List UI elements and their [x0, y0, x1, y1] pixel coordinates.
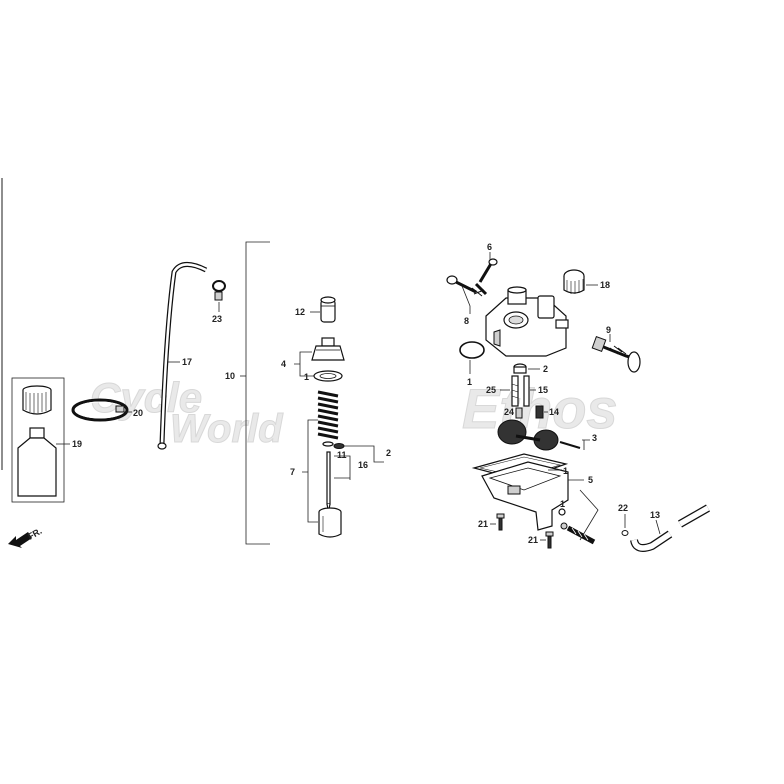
callout-4: 4 — [281, 359, 286, 369]
chamber-screw-bottom — [545, 531, 554, 549]
callout-1-gasket: 1 — [304, 372, 309, 382]
main-jet-tube — [511, 375, 519, 407]
callout-2-valve: 2 — [386, 448, 391, 458]
callout-2-jet: 2 — [543, 364, 548, 374]
jet-needle — [326, 451, 331, 513]
breather-tube — [157, 262, 208, 450]
callout-23: 23 — [212, 314, 222, 324]
watermark-world-text: World — [170, 407, 284, 451]
callout-1-drain: 1 — [560, 499, 565, 509]
callout-17: 17 — [182, 357, 192, 367]
callout-5: 5 — [588, 475, 593, 485]
carburetor-body — [485, 286, 569, 357]
callout-10: 10 — [225, 371, 235, 381]
tube-clip — [212, 280, 226, 301]
callout-3: 3 — [592, 433, 597, 443]
drain-screw — [560, 522, 596, 545]
callout-1-gasket-chamber: 1 — [563, 466, 568, 476]
callout-21-bottom: 21 — [528, 535, 538, 545]
callout-12: 12 — [295, 307, 305, 317]
callout-16: 16 — [358, 460, 368, 470]
front-direction-arrow: FR. — [8, 526, 44, 548]
slow-jet — [523, 375, 530, 407]
air-screw — [474, 258, 498, 296]
drain-screw-washer — [558, 508, 566, 516]
float-chamber — [481, 461, 569, 531]
callout-20: 20 — [133, 408, 143, 418]
callout-24: 24 — [504, 407, 514, 417]
throttle-cable-adjuster — [320, 296, 336, 323]
float — [497, 419, 559, 451]
main-jet — [535, 405, 544, 419]
bottle-group-frame — [11, 377, 65, 503]
needle-jet-holder — [513, 363, 527, 374]
callout-6: 6 — [487, 242, 492, 252]
callout-11: 11 — [337, 450, 347, 460]
choke-knob — [563, 269, 585, 294]
float-pin — [559, 441, 581, 449]
throttle-valve — [318, 507, 342, 538]
callout-25: 25 — [486, 385, 496, 395]
throttle-stop-screw — [446, 275, 485, 297]
drain-tube-clip — [621, 530, 629, 536]
drain-tube — [630, 530, 673, 552]
callout-22: 22 — [618, 503, 628, 513]
hose-band — [71, 398, 129, 422]
drain-tube-extension — [678, 504, 710, 528]
throttle-valve-spring — [317, 390, 339, 440]
oil-bottle-cap — [22, 385, 52, 415]
idle-adjust-screw — [591, 336, 641, 373]
chamber-screw-left — [496, 513, 505, 531]
watermark-cycle-world: Cycle World — [90, 374, 285, 452]
callout-1-oring: 1 — [467, 377, 472, 387]
watermark-cycle-text: Cycle — [90, 374, 202, 421]
callout-19: 19 — [72, 439, 82, 449]
callout-21-left: 21 — [478, 519, 488, 529]
front-direction-label: FR. — [26, 526, 44, 542]
carburetor-top-cap — [311, 337, 345, 361]
top-cap-gasket — [313, 370, 343, 382]
callout-7: 7 — [290, 467, 295, 477]
callout-13: 13 — [650, 510, 660, 520]
carburetor-o-ring — [459, 341, 485, 359]
callout-9: 9 — [606, 325, 611, 335]
oil-bottle — [17, 427, 57, 497]
jet-washer — [515, 407, 523, 419]
callout-8: 8 — [464, 316, 469, 326]
callout-18: 18 — [600, 280, 610, 290]
callout-14: 14 — [549, 407, 559, 417]
callout-15: 15 — [538, 385, 548, 395]
needle-clip-retainer — [322, 441, 345, 449]
